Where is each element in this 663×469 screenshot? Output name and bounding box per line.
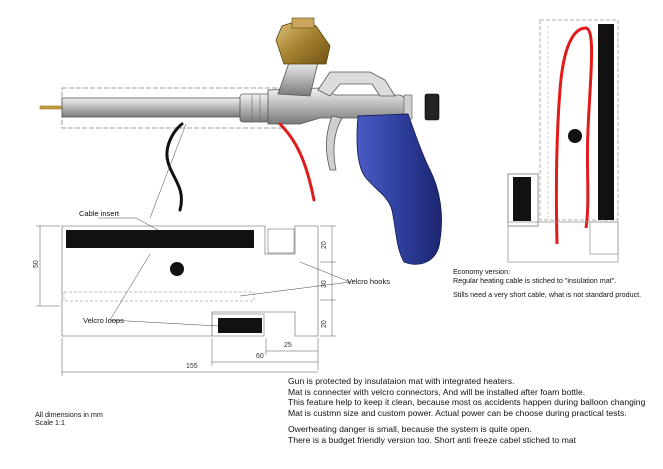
economy-title: Economy version: bbox=[453, 267, 511, 276]
economy-line-1: Regular heating cable is stiched to "ins… bbox=[453, 276, 617, 285]
mat-notch-box bbox=[267, 228, 295, 254]
economy-line-2: Stills need a very short cable, what is … bbox=[453, 290, 642, 299]
economy-lower-box bbox=[507, 173, 539, 227]
description-block: Gun is protected by insulataion mat with… bbox=[288, 376, 663, 445]
economy-lower-strip bbox=[513, 177, 531, 221]
economy-base bbox=[507, 221, 619, 263]
foam-gun bbox=[39, 17, 442, 265]
leader-lines bbox=[98, 123, 351, 327]
gun-handle bbox=[356, 113, 442, 265]
mat-heater-dot bbox=[170, 262, 184, 276]
power-cable bbox=[165, 122, 184, 212]
units-note: All dimensions in mm bbox=[35, 410, 103, 419]
dim-20-top: 20 bbox=[321, 241, 328, 249]
description-line: There is a budget friendly version too. … bbox=[288, 434, 577, 445]
dim-height-50: 50 bbox=[33, 260, 40, 268]
cable-insert-bar bbox=[66, 230, 254, 248]
description-line: Gun is protected by insulataion mat with… bbox=[288, 376, 515, 386]
gun-needle-tip bbox=[39, 105, 65, 110]
dim-30: 30 bbox=[321, 280, 328, 288]
gun-trigger bbox=[326, 115, 343, 171]
description-line: Owerheating danger is small, because the… bbox=[288, 424, 532, 434]
heating-cable-gun bbox=[278, 122, 316, 202]
dim-155: 155 bbox=[186, 363, 198, 370]
label-velcro-hooks: Velcro hooks bbox=[347, 277, 390, 286]
description-line: Mat is connecter with velcro connectors,… bbox=[288, 386, 586, 397]
velcro-loops-bar bbox=[211, 313, 265, 337]
label-velcro-loops: Velcro loops bbox=[83, 316, 124, 325]
gun-collar bbox=[239, 93, 271, 123]
dimension-lines bbox=[36, 225, 336, 376]
velcro-loops-fill bbox=[218, 318, 262, 333]
dim-60: 60 bbox=[256, 353, 264, 360]
economy-strip-right bbox=[598, 24, 614, 220]
rear-knob-wheel bbox=[424, 93, 440, 121]
economy-mat-outline bbox=[539, 19, 619, 221]
dim-20-bottom: 20 bbox=[321, 320, 328, 328]
velcro-hooks-strip bbox=[63, 291, 255, 302]
valve-cap bbox=[291, 17, 315, 29]
label-cable-insert: Cable insert bbox=[79, 209, 120, 218]
scale-note: Scale 1:1 bbox=[35, 418, 65, 427]
economy-base-notch bbox=[589, 221, 619, 255]
economy-heating-cable bbox=[554, 26, 594, 245]
mat-drawing bbox=[36, 123, 351, 376]
economy-dot bbox=[568, 129, 582, 143]
description-line: This feature help to keep it clean, beca… bbox=[288, 397, 646, 407]
dim-25: 25 bbox=[284, 342, 292, 349]
economy-version-drawing bbox=[507, 19, 619, 263]
gun-barrel bbox=[61, 97, 243, 118]
gun-frame bbox=[317, 71, 396, 97]
description-line: Mat is custmn size and custom power. Act… bbox=[288, 407, 627, 418]
